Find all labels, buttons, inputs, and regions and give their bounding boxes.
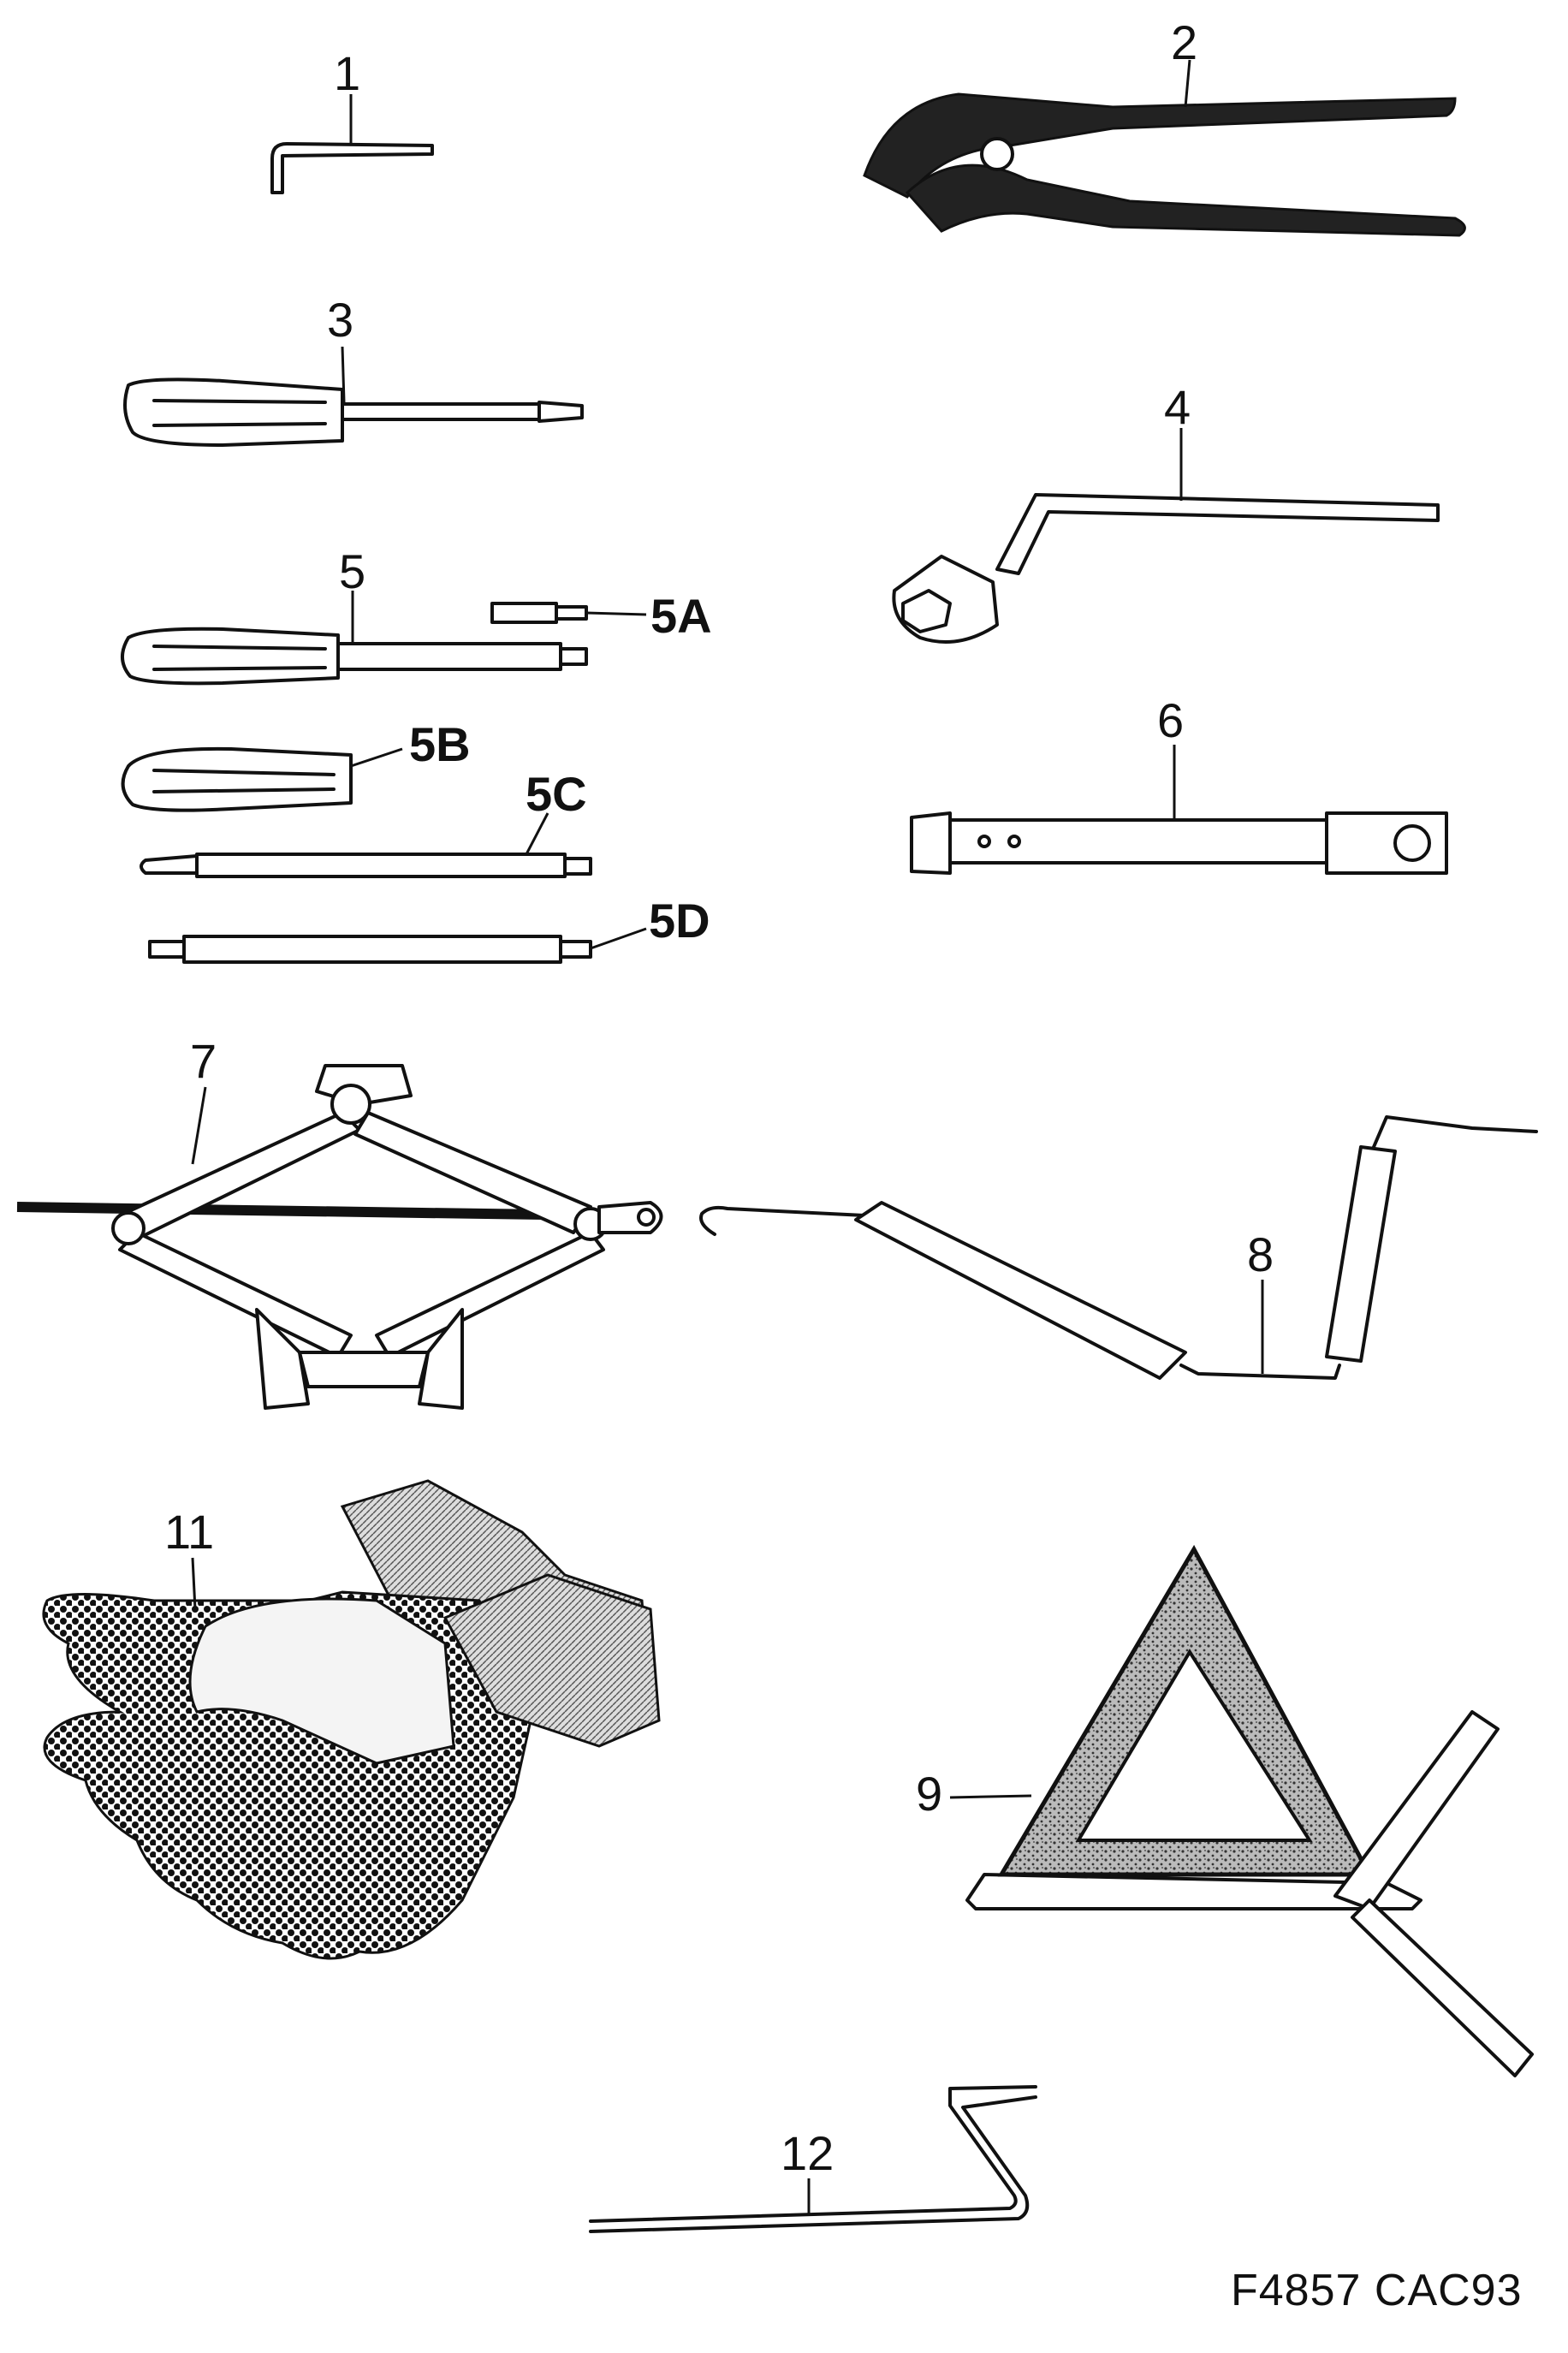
part-7-scissor-jack (16, 1064, 663, 1410)
label-part-6: 6 (1157, 693, 1185, 747)
label-part-12: 12 (781, 2126, 834, 2180)
label-part-7: 7 (190, 1034, 217, 1088)
part-8-jack-crank (699, 1115, 1538, 1380)
label-part-4: 4 (1164, 380, 1191, 434)
label-part-2: 2 (1171, 15, 1198, 69)
label-part-3: 3 (327, 293, 354, 347)
part-5d-bit (148, 927, 647, 964)
part-3-screwdriver (123, 346, 584, 447)
part-5b-handle (121, 746, 403, 812)
part-11-gloves (42, 1479, 661, 1960)
label-part-11: 11 (164, 1505, 215, 1559)
label-part-5b: 5B (409, 717, 471, 771)
figure-code: F4857 CAC93 (1231, 2266, 1523, 2315)
part-1-hex-key (270, 94, 434, 194)
label-part-5c: 5C (526, 767, 587, 821)
part-4-wheel-brace (892, 428, 1440, 644)
part-12-rod (589, 2085, 1037, 2233)
part-5-screwdriver-set (121, 591, 647, 686)
part-9-warning-triangle (949, 1544, 1534, 2077)
label-part-5d: 5D (649, 894, 710, 948)
part-5c-bit (140, 812, 592, 878)
part-6-extension-bar (910, 745, 1448, 875)
part-2-pliers (863, 59, 1466, 237)
label-part-5a: 5A (650, 589, 712, 643)
label-part-8: 8 (1247, 1227, 1274, 1281)
label-part-1: 1 (334, 46, 361, 100)
label-part-9: 9 (916, 1767, 943, 1821)
label-part-5: 5 (339, 544, 366, 598)
